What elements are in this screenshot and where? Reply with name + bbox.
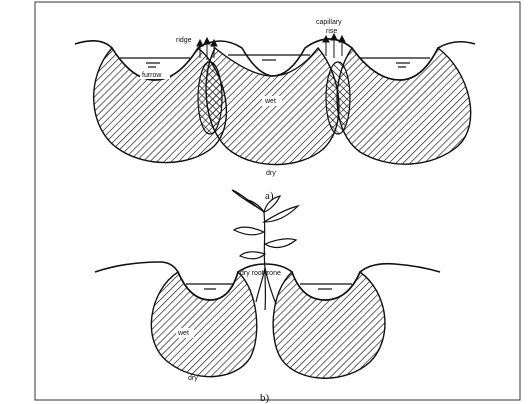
label-capillary: capillary (316, 19, 342, 26)
panel-a: ridge capillary rise furrow wet dry a) (75, 19, 475, 202)
label-dry-root-zone: dry root zone (240, 270, 281, 277)
soil-surface-b (95, 262, 440, 300)
overlap-zone-right (326, 62, 350, 134)
label-wet: wet (264, 98, 276, 105)
label-rise: rise (326, 28, 337, 35)
panel-b: dry root zone wet dry b) (95, 190, 440, 404)
label-ridge: ridge (176, 37, 192, 44)
capillary-arrows-right (323, 34, 345, 58)
overlap-zone-left (198, 62, 222, 134)
wetted-bulb-right (337, 48, 471, 164)
label-furrow: furrow (142, 72, 162, 79)
label-dry: dry (266, 170, 276, 177)
wetted-bulb-b-right (273, 272, 385, 378)
wetted-bulb-b-left (151, 272, 256, 377)
water-levels-a (120, 55, 430, 67)
label-wet-b: wet (177, 330, 189, 337)
wetted-bulb-middle (206, 48, 339, 165)
label-dry-b: dry (188, 375, 198, 382)
caption-b: b) (260, 392, 270, 404)
capillary-arrows-left (197, 38, 217, 60)
